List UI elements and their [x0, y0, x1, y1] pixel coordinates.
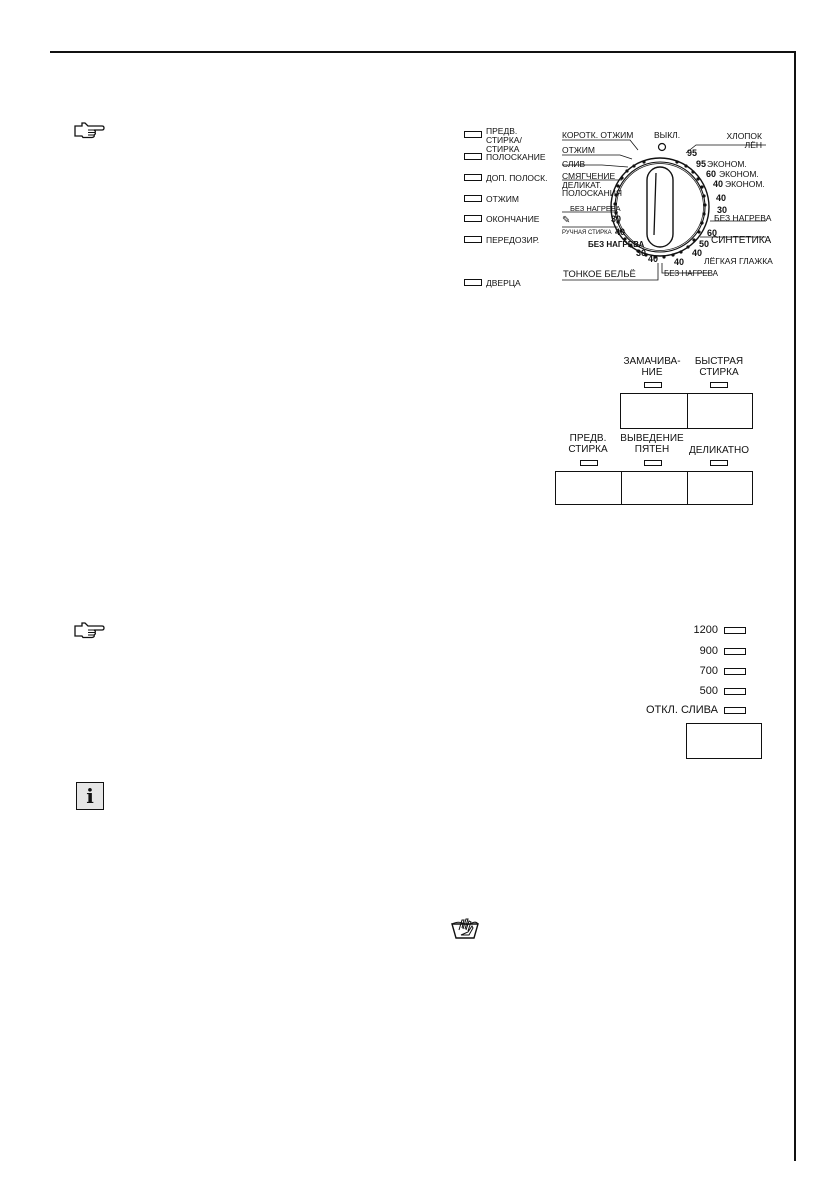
indicator-label: ПЕРЕДОЗИР.	[486, 235, 540, 245]
temp-label: 40	[615, 227, 626, 237]
indicator-label: ДОП. ПОЛОСК.	[486, 173, 548, 183]
indicator-label: ПРЕДВ. СТИРКА/ СТИРКА	[486, 126, 522, 154]
dial-label-no-heat-left: БЕЗ НАГРЕВА	[570, 204, 621, 213]
dial-label-no-heat-bottom: БЕЗ НАГРЕВА	[588, 240, 645, 249]
dial-label-drain: СЛИВ	[562, 159, 586, 169]
quick-wash-label: БЫСТРАЯ СТИРКА	[694, 356, 744, 378]
dial-label-short-spin: КОРОТК. ОТЖИМ	[562, 130, 634, 140]
pointing-hand-icon	[74, 622, 105, 639]
dial-label-off: ВЫКЛ.	[654, 130, 681, 140]
stain-label: ВЫВЕДЕНИЕ ПЯТЕН	[620, 433, 684, 455]
dial-label-synthetics: СИНТЕТИКА	[711, 235, 772, 246]
delicate-label: ДЕЛИКАТНО	[688, 445, 749, 456]
temp-label: 30	[717, 205, 728, 215]
spin-speed-label: 900	[699, 645, 718, 657]
prewash-label: ПРЕДВ. СТИРКА	[568, 433, 608, 455]
spin-speed-label: 1200	[693, 624, 718, 636]
quick-wash-indicator	[710, 382, 728, 388]
spin-speed-button[interactable]	[686, 723, 762, 759]
dial-label-no-heat-right: БЕЗ НАГРЕВА	[714, 213, 772, 223]
temp-label: 40	[713, 179, 724, 189]
hand-wash-small-icon: ✎	[562, 215, 571, 226]
top-rule	[50, 51, 796, 53]
soak-indicator	[644, 382, 662, 388]
soak-label: ЗАМАЧИВА- НИЕ	[623, 356, 681, 378]
temp-label: 40	[674, 257, 685, 267]
temp-label: 60	[706, 169, 717, 179]
stain-indicator	[644, 460, 662, 466]
dial-label-easy-iron: ЛЁГКАЯ ГЛАЖКА	[704, 256, 773, 266]
extra-rinse-indicator	[464, 174, 482, 181]
spin-speed-label: 500	[699, 685, 718, 697]
indicator-label: ОТЖИМ	[486, 194, 519, 204]
end-indicator	[464, 215, 482, 222]
dial-label-delicate-rinse: ДЕЛИКАТ. ПОЛОСКАНИЯ	[562, 180, 622, 198]
program-dial-svg	[562, 139, 766, 281]
quick-wash-button[interactable]	[687, 393, 753, 429]
delicate-button[interactable]	[687, 471, 753, 505]
dial-label-spin: ОТЖИМ	[562, 145, 595, 155]
dial-label-no-heat-bottom-right: БЕЗ НАГРЕВА	[664, 269, 718, 278]
temp-label: 30	[636, 248, 647, 258]
rinse-indicator	[464, 153, 482, 160]
spin-700-indicator	[724, 668, 746, 675]
temp-label: 95	[696, 159, 707, 169]
temp-label: 50	[699, 239, 710, 249]
spin-1200-indicator	[724, 627, 746, 634]
temp-label: 60	[707, 228, 718, 238]
dial-label-delicates: ТОНКОЕ БЕЛЬЁ	[563, 269, 636, 280]
spin-900-indicator	[724, 648, 746, 655]
dial-label-softener: СМЯГЧЕНИЕ	[562, 171, 616, 181]
spin-speed-label: ОТКЛ. СЛИВА	[645, 704, 718, 716]
spin-speed-label: 700	[699, 665, 718, 677]
dial-label-cotton: ХЛОПОК ЛЁН	[726, 131, 762, 150]
delicate-indicator	[710, 460, 728, 466]
dial-label-eco1: ЭКОНОМ.	[707, 159, 747, 169]
dial-label-eco2: ЭКОНОМ.	[719, 169, 759, 179]
dial-label-eco3: ЭКОНОМ.	[725, 179, 765, 189]
rinse-hold-indicator	[724, 707, 746, 714]
indicator-label: ОКОНЧАНИЕ	[486, 214, 540, 224]
prewash-button[interactable]	[555, 471, 622, 505]
right-rule	[794, 51, 796, 1161]
prewash-indicator	[580, 460, 598, 466]
temp-label: 40	[716, 193, 727, 203]
door-indicator	[464, 279, 482, 286]
temp-label: 40	[648, 254, 659, 264]
temp-label: 40	[692, 248, 703, 258]
spin-500-indicator	[724, 688, 746, 695]
dial-label-hand-wash: РУЧНАЯ СТИРКА	[562, 230, 612, 236]
overdose-indicator	[464, 236, 482, 243]
spin-indicator	[464, 195, 482, 202]
stain-button[interactable]	[621, 471, 688, 505]
temp-label: 95	[687, 148, 698, 158]
hand-wash-icon	[451, 918, 479, 939]
soak-button[interactable]	[620, 393, 688, 429]
info-icon: i	[76, 782, 104, 810]
indicator-label: ДВЕРЦА	[486, 278, 521, 288]
pointing-hand-icon	[74, 122, 105, 139]
prewash-wash-indicator	[464, 131, 482, 138]
temp-label: 30	[611, 214, 622, 224]
indicator-label: ПОЛОСКАНИЕ	[486, 152, 546, 162]
